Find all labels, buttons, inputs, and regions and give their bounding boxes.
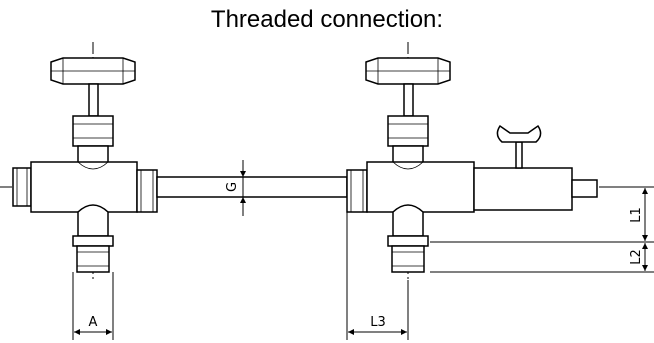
dimension-l2-label: L2	[629, 249, 644, 265]
dimension-g-label: G	[225, 182, 240, 192]
dimension-g: G	[225, 160, 246, 216]
dimension-l3-label: L3	[370, 315, 386, 330]
dimension-a: A	[72, 272, 114, 340]
right-valve	[365, 57, 475, 273]
left-valve	[12, 57, 138, 273]
bleed-valve	[473, 124, 598, 211]
diagram-title: Threaded connection:	[210, 6, 444, 33]
dimension-l1-l2: L1 L2	[430, 186, 654, 273]
dimension-a-label: A	[89, 315, 98, 330]
tube-assembly	[136, 169, 368, 213]
dimension-l1-label: L1	[629, 207, 644, 223]
dimension-l3: L3	[346, 212, 409, 340]
